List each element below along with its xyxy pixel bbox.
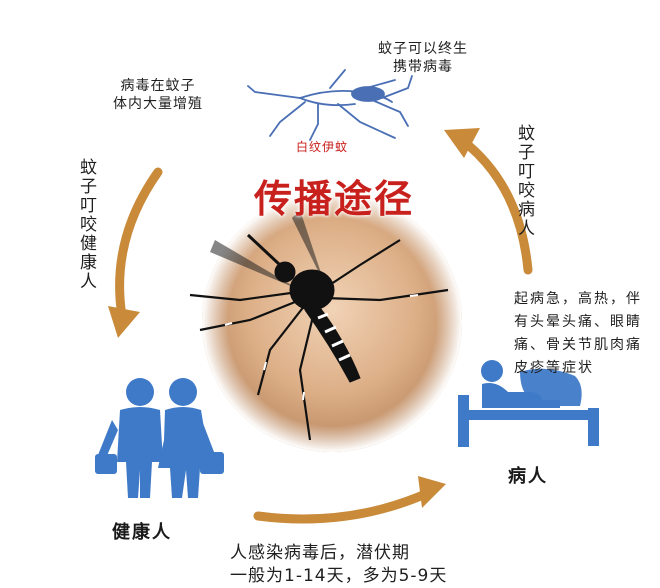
incubation-line1: 人感染病毒后，潜伏期	[230, 543, 410, 563]
arrowhead-bottom	[418, 476, 446, 508]
label-lifelong-carrier: 蚊子可以终生 携带病毒	[378, 40, 468, 76]
healthy-people-icon	[95, 378, 224, 498]
label-lifelong-line2: 携带病毒	[393, 59, 453, 75]
mosquito-species-label: 白纹伊蚊	[296, 140, 349, 154]
tiger-mosquito-drawing	[189, 210, 449, 441]
label-virus-multiply-line1: 病毒在蚊子	[120, 78, 196, 94]
label-virus-multiply: 病毒在蚊子 体内大量增殖	[113, 77, 203, 113]
symptoms-line2: 有头晕头痛、眼睛	[514, 314, 642, 330]
label-bite-patient: 蚊子叮咬病人	[514, 124, 534, 238]
healthy-person-label: 健康人	[112, 522, 172, 543]
patient-label: 病人	[508, 466, 548, 487]
label-virus-multiply-line2: 体内大量增殖	[113, 96, 203, 112]
label-lifelong-line1: 蚊子可以终生	[378, 41, 468, 57]
symptoms-line3: 痛、骨关节肌肉痛	[514, 337, 642, 353]
patient-in-bed-icon	[458, 360, 599, 447]
mosquito-outline-icon	[247, 69, 413, 141]
diagram-title: 传播途径	[253, 177, 414, 221]
arrow-heads	[108, 128, 480, 508]
mosquito-photo	[189, 192, 462, 452]
symptoms-line1: 起病急，高热，伴	[514, 291, 642, 307]
incubation-text: 人感染病毒后，潜伏期 一般为1-14天，多为5-9天	[230, 542, 447, 588]
label-bite-healthy: 蚊子叮咬健康人	[76, 158, 96, 291]
arrow-bite-healthy	[115, 167, 163, 321]
arrow-bite-patient	[457, 135, 533, 275]
symptoms-text: 起病急，高热，伴 有头晕头痛、眼睛 痛、骨关节肌肉痛 皮疹等症状	[514, 288, 660, 380]
arrow-incubation	[253, 487, 435, 524]
incubation-line2: 一般为1-14天，多为5-9天	[230, 566, 448, 586]
arrowhead-top-right	[444, 128, 480, 158]
symptoms-line4: 皮疹等症状	[514, 360, 594, 376]
arrowhead-left	[108, 306, 140, 338]
cycle-arrows	[115, 135, 533, 524]
